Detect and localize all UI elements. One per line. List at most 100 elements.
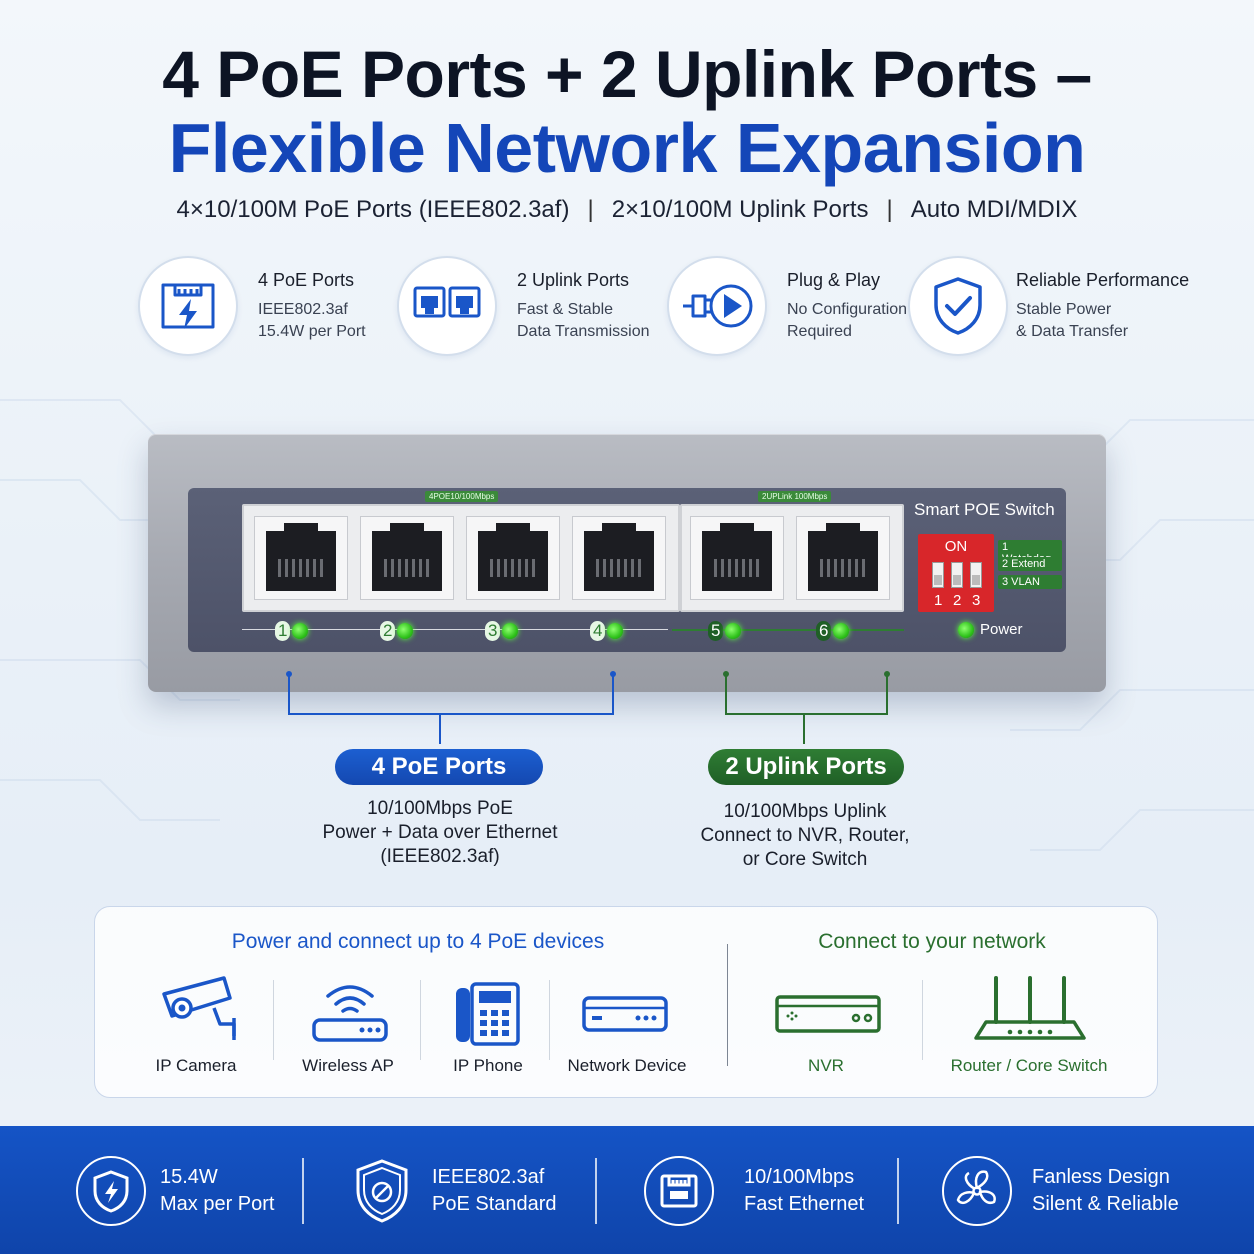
port-indicator-5: 5: [708, 621, 742, 641]
divider: [273, 980, 274, 1060]
footer-line: Max per Port: [160, 1193, 275, 1215]
device-label: Network Device: [567, 1056, 687, 1075]
dip-option-vlan: 3 VLAN: [998, 575, 1062, 589]
footer-line: 10/100Mbps: [744, 1166, 855, 1188]
spec-subtitle: 4×10/100M PoE Ports (IEEE802.3af)|2×10/1…: [0, 196, 1254, 224]
footer-line: IEEE802.3af: [432, 1166, 545, 1188]
dip-number: 1: [934, 592, 943, 609]
device-label: Router / Core Switch: [950, 1056, 1108, 1075]
callout-line: Connect to NVR, Router,: [700, 825, 910, 846]
rj45-port-5[interactable]: [690, 516, 784, 600]
footer-divider: [897, 1158, 899, 1224]
rj45-port-6[interactable]: [796, 516, 890, 600]
poe-led-rail: [242, 629, 668, 630]
title-line-2: Flexible Network Expansion: [168, 109, 1086, 187]
uplink-ports-callout-pill: 2 Uplink Ports: [708, 749, 904, 785]
spec-mdix: Auto MDI/MDIX: [910, 196, 1078, 223]
network-heading: Connect to your network: [818, 930, 1046, 953]
port-number: 1: [275, 621, 291, 641]
divider: [549, 980, 550, 1060]
feature-line: 15.4W per Port: [258, 322, 366, 340]
poe-port-group: [242, 504, 680, 612]
port-indicator-4: 4: [590, 621, 624, 641]
shield-standard-icon: [352, 1156, 412, 1226]
rj45-port-3[interactable]: [466, 516, 560, 600]
fan-icon: [942, 1156, 1012, 1226]
device-label: NVR: [808, 1056, 844, 1075]
feature-line: & Data Transfer: [1016, 322, 1129, 340]
footer-line: Fanless Design: [1032, 1166, 1170, 1188]
port-number: 3: [485, 621, 501, 641]
callout-line: Power + Data over Ethernet: [322, 822, 558, 843]
dip-switch-1[interactable]: [932, 562, 944, 588]
device-label: IP Phone: [453, 1056, 523, 1075]
dip-switch-3[interactable]: [970, 562, 982, 588]
port-indicator-2: 2: [380, 621, 414, 641]
wireless-ap-icon: [312, 985, 388, 1042]
callout-line: (IEEE802.3af): [380, 846, 500, 867]
feature-line: Required: [787, 322, 852, 340]
feature-line: Fast & Stable: [517, 300, 614, 318]
ip-camera-icon: [162, 976, 236, 1040]
footer-line: Silent & Reliable: [1032, 1193, 1179, 1215]
switch-brand-label: Smart POE Switch: [914, 500, 1055, 519]
footer-banner: [0, 1126, 1254, 1254]
feature-line: Stable Power: [1016, 300, 1112, 318]
dip-number: 2: [953, 592, 962, 609]
rj45-port-2[interactable]: [360, 516, 454, 600]
power-label: Power: [980, 621, 1023, 638]
power-indicator: Power: [958, 621, 1023, 638]
uplink-led-rail: [672, 629, 904, 631]
footer-divider: [595, 1158, 597, 1224]
power-led: [958, 621, 974, 638]
feature-line: No Configuration: [787, 300, 908, 318]
callout-line: 10/100Mbps Uplink: [723, 801, 887, 822]
feature-title: 2 Uplink Ports: [517, 269, 630, 290]
footer-line: 15.4W: [160, 1166, 218, 1188]
poe-ports-callout-text: 10/100Mbps PoE Power + Data over Etherne…: [280, 797, 600, 869]
port-led: [502, 623, 519, 639]
device-label: IP Camera: [155, 1056, 237, 1075]
feature-title: Reliable Performance: [1016, 269, 1190, 290]
port-led: [292, 623, 309, 639]
dip-number: 3: [972, 592, 981, 609]
ethernet-port-icon: [644, 1156, 714, 1226]
feature-line: IEEE802.3af: [258, 300, 348, 318]
rj45-port-4[interactable]: [572, 516, 666, 600]
device-label: Wireless AP: [302, 1056, 394, 1075]
port-led: [397, 623, 414, 639]
spec-separator: |: [587, 196, 594, 223]
feature-title: Plug & Play: [787, 269, 881, 290]
port-led: [607, 623, 624, 639]
port-number: 2: [380, 621, 396, 641]
plug-play-icon: [667, 256, 767, 356]
router-icon: [974, 976, 1086, 1040]
network-device-icon: [582, 996, 668, 1032]
port-indicator-3: 3: [485, 621, 519, 641]
feature-title: 4 PoE Ports: [258, 269, 355, 290]
spec-poe: 4×10/100M PoE Ports (IEEE802.3af): [176, 196, 570, 223]
port-indicator-1: 1: [275, 621, 309, 641]
dip-switch-2[interactable]: [951, 562, 963, 588]
port-number: 5: [708, 621, 724, 641]
feature-poe-ports: 4 PoE Ports IEEE802.3af 15.4W per Port: [138, 256, 366, 356]
footer-line: PoE Standard: [432, 1193, 557, 1215]
port-led: [725, 623, 742, 639]
port-indicator-6: 6: [816, 621, 850, 641]
rj45-port-1[interactable]: [254, 516, 348, 600]
dip-option-extend: 2 Extend: [998, 557, 1062, 571]
poe-devices-heading: Power and connect up to 4 PoE devices: [231, 930, 605, 953]
divider: [420, 980, 421, 1060]
footer-item-power: 15.4W Max per Port: [76, 1156, 274, 1226]
poe-ports-callout-pill: 4 PoE Ports: [335, 749, 543, 785]
dip-switch-block[interactable]: ON 1 2 3: [918, 534, 994, 612]
title-line-1: 4 PoE Ports + 2 Uplink Ports –: [162, 37, 1092, 111]
port-led: [833, 623, 850, 639]
dual-port-icon: [397, 256, 497, 356]
port-number: 6: [816, 621, 832, 641]
nvr-icon: [775, 995, 881, 1033]
footer-line: Fast Ethernet: [744, 1193, 865, 1215]
